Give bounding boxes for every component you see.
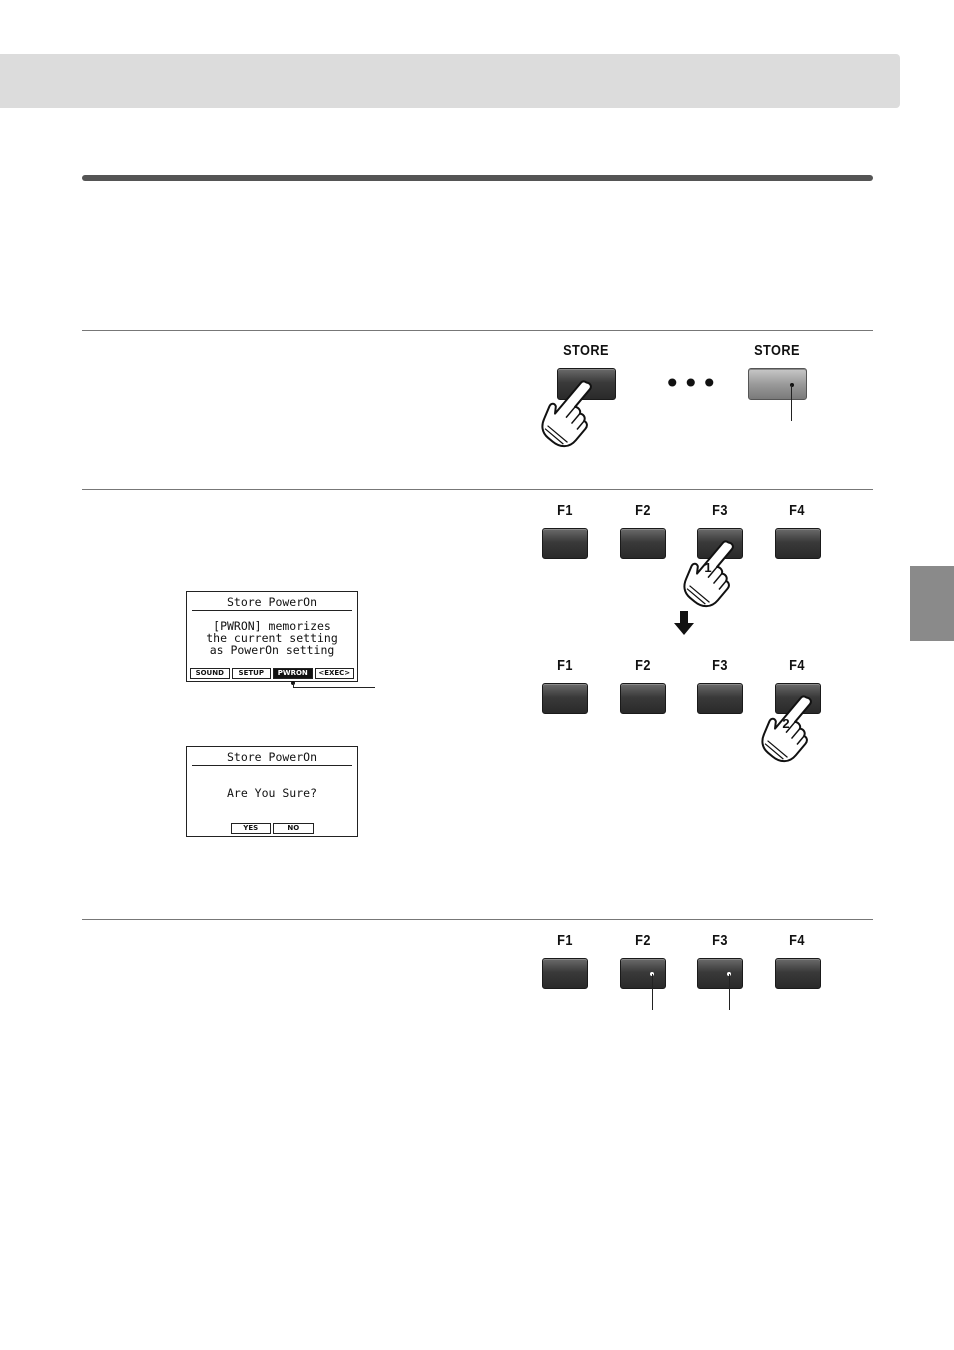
f4-button-row3[interactable] bbox=[775, 958, 821, 989]
lcd-title-rule bbox=[192, 765, 352, 766]
chapter-side-tab bbox=[910, 566, 954, 641]
ellipsis-dots: ••• bbox=[664, 367, 720, 400]
title-rule bbox=[82, 175, 873, 181]
f3-button-row3[interactable] bbox=[697, 958, 743, 989]
lcd-screen-store-poweron: Store PowerOn [PWRON] memorizes the curr… bbox=[186, 591, 358, 682]
pointing-hand-1-icon bbox=[683, 540, 734, 608]
f3-button-row2[interactable] bbox=[697, 683, 743, 714]
f3-label-row3: F3 bbox=[712, 932, 728, 949]
lcd-function-tabs: YES NO bbox=[190, 823, 354, 834]
lcd-screen-confirm: Store PowerOn Are You Sure? YES NO bbox=[186, 746, 358, 837]
f1-button-row2[interactable] bbox=[542, 683, 588, 714]
lcd-confirm-question: Are You Sure? bbox=[226, 786, 317, 800]
arrow-down-icon bbox=[674, 611, 694, 635]
lcd-tab-pwron: PWRON bbox=[273, 668, 313, 679]
pointing-hand-2-icon bbox=[761, 695, 812, 763]
lcd-line-2: the current setting bbox=[206, 631, 338, 645]
lcd-function-tabs: SOUND SETUP PWRON <EXEC> bbox=[190, 668, 354, 679]
section-header-bar bbox=[0, 54, 900, 108]
step-divider-1 bbox=[82, 330, 873, 331]
lcd-tab-no: NO bbox=[273, 823, 314, 834]
lcd-tab-sound: SOUND bbox=[190, 668, 230, 679]
pwron-callout-horizontal bbox=[293, 687, 375, 688]
f4-label-row3: F4 bbox=[789, 932, 805, 949]
lcd-tab-yes: YES bbox=[230, 823, 271, 834]
store-led-callout bbox=[791, 385, 792, 421]
store-label-2: STORE bbox=[754, 342, 800, 359]
lcd-tab-setup: SETUP bbox=[231, 668, 271, 679]
f1-button-row1[interactable] bbox=[542, 528, 588, 559]
f2-label-row3: F2 bbox=[635, 932, 651, 949]
f3-label-row1: F3 bbox=[712, 502, 728, 519]
f2-label-row1: F2 bbox=[635, 502, 651, 519]
store-led-dot bbox=[790, 383, 794, 387]
pwron-callout-vertical bbox=[293, 683, 294, 688]
f3-callout-line bbox=[729, 974, 730, 1010]
hand-step-number-1: 1 bbox=[704, 560, 712, 575]
lcd-line-3: as PowerOn setting bbox=[209, 643, 335, 657]
pointing-hand-icon bbox=[541, 380, 592, 448]
lcd-tab-exec: <EXEC> bbox=[314, 668, 354, 679]
f2-button-row3[interactable] bbox=[620, 958, 666, 989]
f2-button-row1[interactable] bbox=[620, 528, 666, 559]
f1-button-row3[interactable] bbox=[542, 958, 588, 989]
lcd-title: Store PowerOn bbox=[226, 595, 317, 609]
f2-callout-line bbox=[652, 974, 653, 1010]
store-button-lit bbox=[748, 368, 807, 400]
f1-label-row2: F1 bbox=[557, 657, 573, 674]
lcd-tab-empty bbox=[190, 823, 229, 834]
f4-button-row1[interactable] bbox=[775, 528, 821, 559]
hand-step-number-2: 2 bbox=[782, 716, 790, 731]
lcd-line-1: [PWRON] memorizes bbox=[213, 619, 331, 633]
f2-label-row2: F2 bbox=[635, 657, 651, 674]
store-label-1: STORE bbox=[563, 342, 609, 359]
f2-button-row2[interactable] bbox=[620, 683, 666, 714]
lcd-tab-empty bbox=[316, 823, 355, 834]
f1-label-row1: F1 bbox=[557, 502, 573, 519]
step-divider-3 bbox=[82, 919, 873, 920]
f4-label-row2: F4 bbox=[789, 657, 805, 674]
lcd-title-rule bbox=[192, 610, 352, 611]
f4-label-row1: F4 bbox=[789, 502, 805, 519]
f3-label-row2: F3 bbox=[712, 657, 728, 674]
step-divider-2 bbox=[82, 489, 873, 490]
lcd-title: Store PowerOn bbox=[226, 750, 317, 764]
f1-label-row3: F1 bbox=[557, 932, 573, 949]
